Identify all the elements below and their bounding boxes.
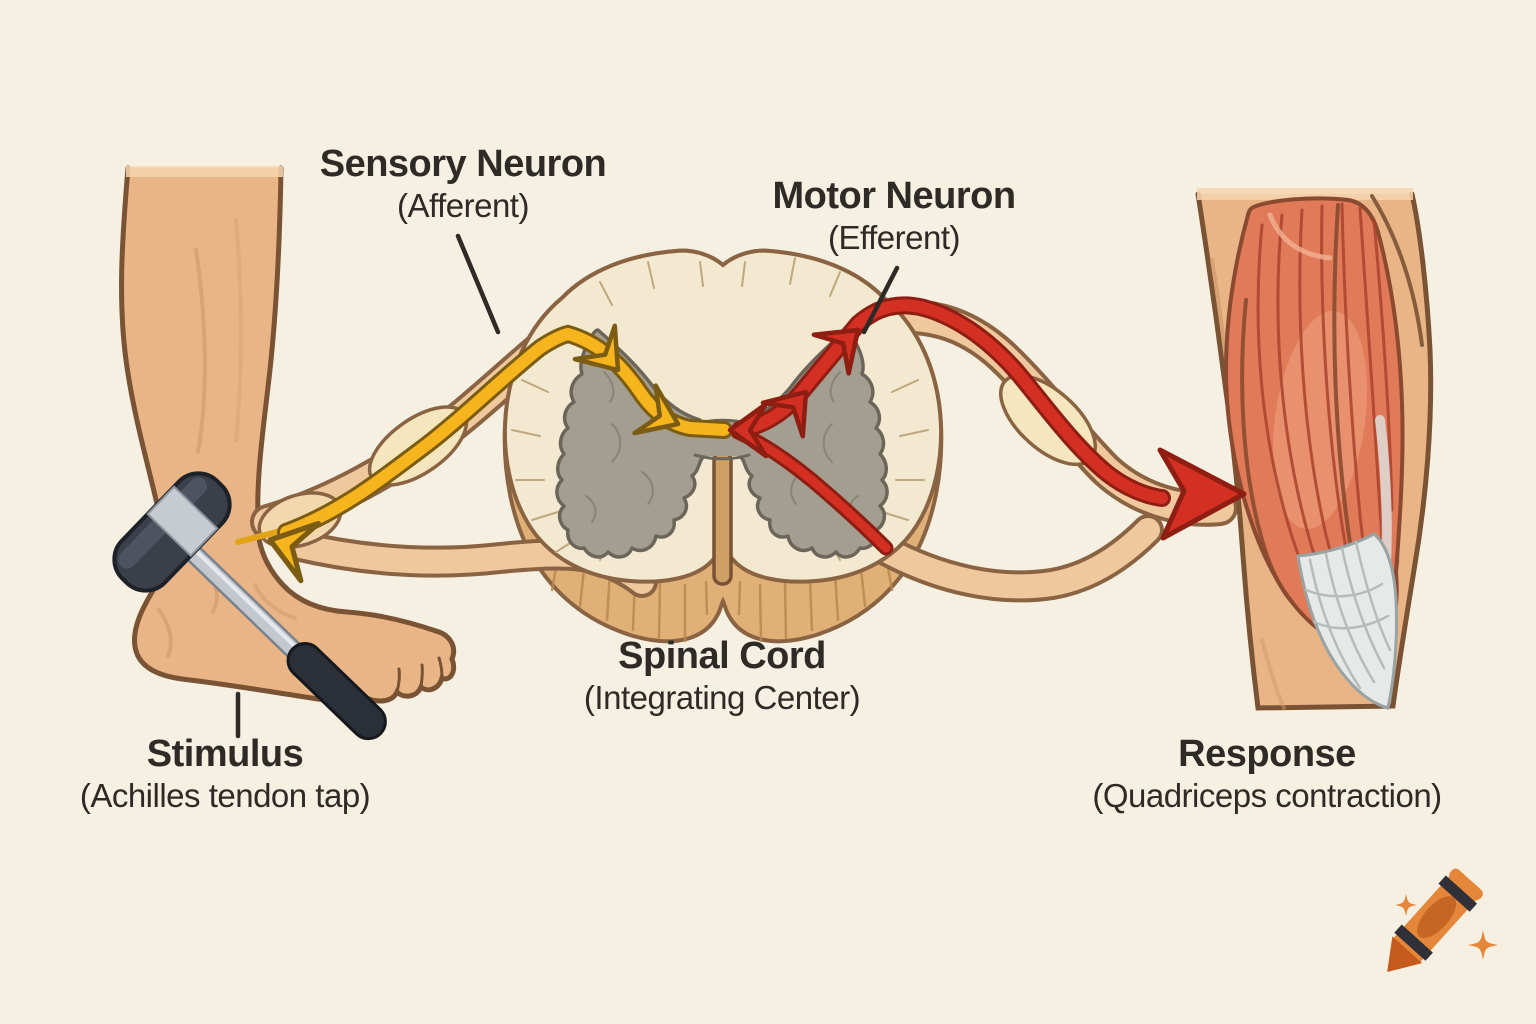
response-subtitle: (Quadriceps contraction)	[1092, 777, 1442, 814]
motor-pathway-arrow	[730, 296, 1247, 556]
label-sensory-neuron: Sensory Neuron (Afferent)	[320, 142, 607, 226]
label-spinal-cord: Spinal Cord (Integrating Center)	[583, 634, 861, 718]
hammer-grip	[286, 642, 387, 741]
response-title: Response	[1178, 733, 1356, 775]
leader-line-motor	[861, 265, 900, 335]
sensory-neuron-title: Sensory Neuron	[319, 143, 607, 185]
reflex-hammer-icon	[112, 471, 387, 741]
patellar-tendon	[1296, 532, 1399, 710]
leader-line-sensory	[455, 233, 501, 335]
gray-matter-left-wing	[555, 328, 708, 559]
thigh-top-cut	[1197, 188, 1413, 200]
sensory-pathway-arrow	[235, 326, 733, 581]
leg-top-cut	[126, 166, 283, 177]
label-motor-neuron: Motor Neuron (Efferent)	[772, 174, 1016, 258]
stimulus-subtitle: (Achilles tendon tap)	[79, 777, 371, 814]
spinal-cord-subtitle: (Integrating Center)	[583, 679, 861, 716]
sparkle-icon	[1395, 894, 1417, 916]
sparkle-icon	[1468, 930, 1498, 960]
motor-neuron-title: Motor Neuron	[772, 175, 1016, 217]
label-stimulus: Stimulus (Achilles tendon tap)	[79, 732, 371, 816]
sensory-neuron-subtitle: (Afferent)	[397, 187, 529, 224]
label-response: Response (Quadriceps contraction)	[1092, 732, 1442, 816]
stimulus-title: Stimulus	[146, 733, 304, 775]
hammer-head-band	[146, 485, 219, 558]
motor-arrowhead	[1157, 447, 1247, 541]
thigh-knee-illustration	[1195, 188, 1434, 711]
spinal-cord-title: Spinal Cord	[618, 635, 826, 677]
anterior-median-fissure	[712, 450, 733, 586]
motor-neuron-subtitle: (Efferent)	[828, 219, 960, 256]
crayon-icon	[1387, 868, 1498, 973]
